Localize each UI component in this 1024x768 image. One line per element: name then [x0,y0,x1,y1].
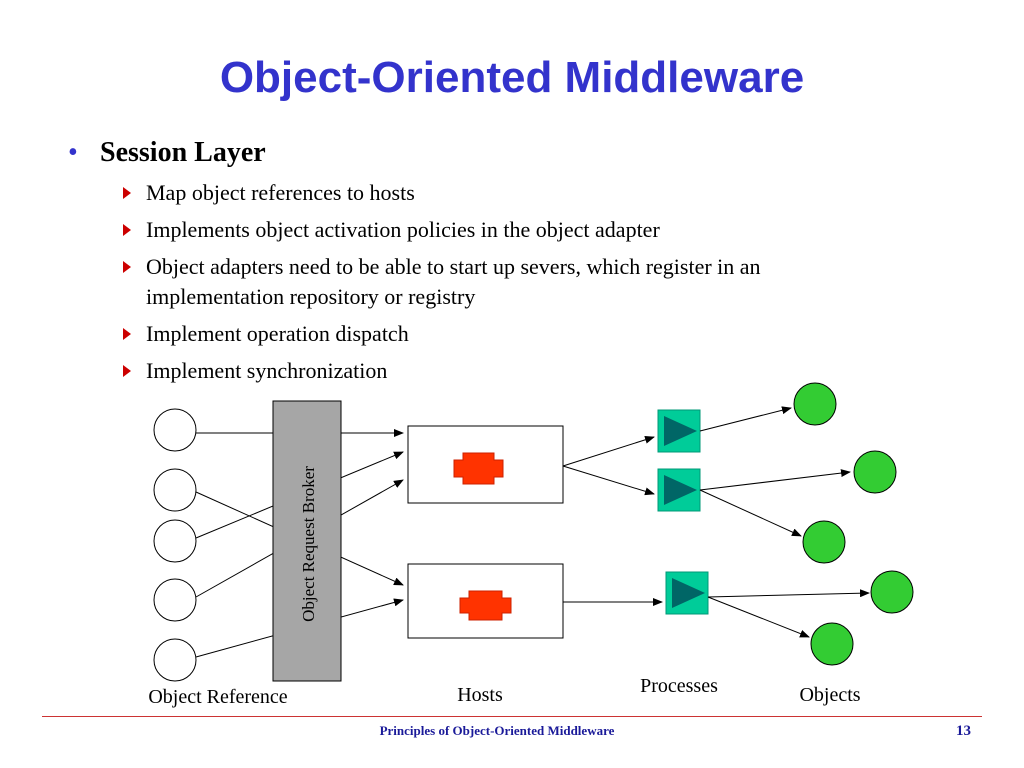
sub-bullet-text: Object adapters need to be able to start… [146,254,761,309]
hosts-label: Hosts [457,684,503,706]
object-reference-circle [153,519,197,563]
object-request-broker-label: Object Request Broker [299,466,318,622]
processes-label: Processes [640,675,718,697]
object-circle [870,570,914,614]
process-arrow [707,589,870,598]
objects-label: Objects [799,684,860,706]
sub-bullet-text: Implements object activation policies in… [146,217,660,242]
process-play-icon [664,475,697,505]
object-reference-group [153,408,197,682]
sub-bullet-text: Implement synchronization [146,358,388,383]
process-arrow [707,596,810,638]
sub-bullet-item: Implement synchronization [120,356,900,386]
sub-bullet-item: Map object references to hosts [120,178,900,208]
sub-bullet-text: Implement operation dispatch [146,321,409,346]
host-arrow [562,465,655,496]
object-adapter-icon [459,590,512,621]
process-arrow [699,469,851,491]
object-reference-label: Object Reference [148,686,287,708]
host-to-process-arrows [562,435,663,606]
arrow-bullet-icon [123,261,131,273]
object-reference-circle [153,468,197,512]
arrow-bullet-icon [123,365,131,377]
sub-bullet-item: Object adapters need to be able to start… [120,252,900,312]
object-circle [810,622,854,666]
footer-title: Principles of Object-Oriented Middleware [379,723,615,738]
object-reference-circle [153,408,197,452]
main-bullet-text: Session Layer [100,137,266,168]
sub-bullet-item: Implement operation dispatch [120,319,900,349]
sub-bullet-list: Map object references to hosts Implement… [120,178,900,393]
object-adapter-icon [453,452,504,485]
footer-divider [42,716,982,717]
object-request-broker-bar [272,400,342,682]
object-reference-circle [153,578,197,622]
process-play-icon [664,416,697,446]
bullet-dot-icon: • [68,137,78,168]
object-circle [802,520,846,564]
sub-bullet-text: Map object references to hosts [146,180,415,205]
object-reference-circle [153,638,197,682]
sub-bullet-item: Implements object activation policies in… [120,215,900,245]
process-box [665,571,709,615]
objects-group [793,382,914,666]
object-circle [853,450,897,494]
arrow-bullet-icon [123,328,131,340]
arrow-bullet-icon [123,187,131,199]
process-play-icon [672,578,705,608]
slide-title: Object-Oriented Middleware [219,53,805,102]
process-arrow [699,406,792,432]
process-box [657,409,701,453]
object-circle [793,382,837,426]
arrow-bullet-icon [123,224,131,236]
process-to-object-arrows [699,406,870,638]
process-box [657,468,701,512]
process-arrow [699,489,802,537]
host-arrow [562,435,655,467]
page-number: 13 [956,723,971,739]
